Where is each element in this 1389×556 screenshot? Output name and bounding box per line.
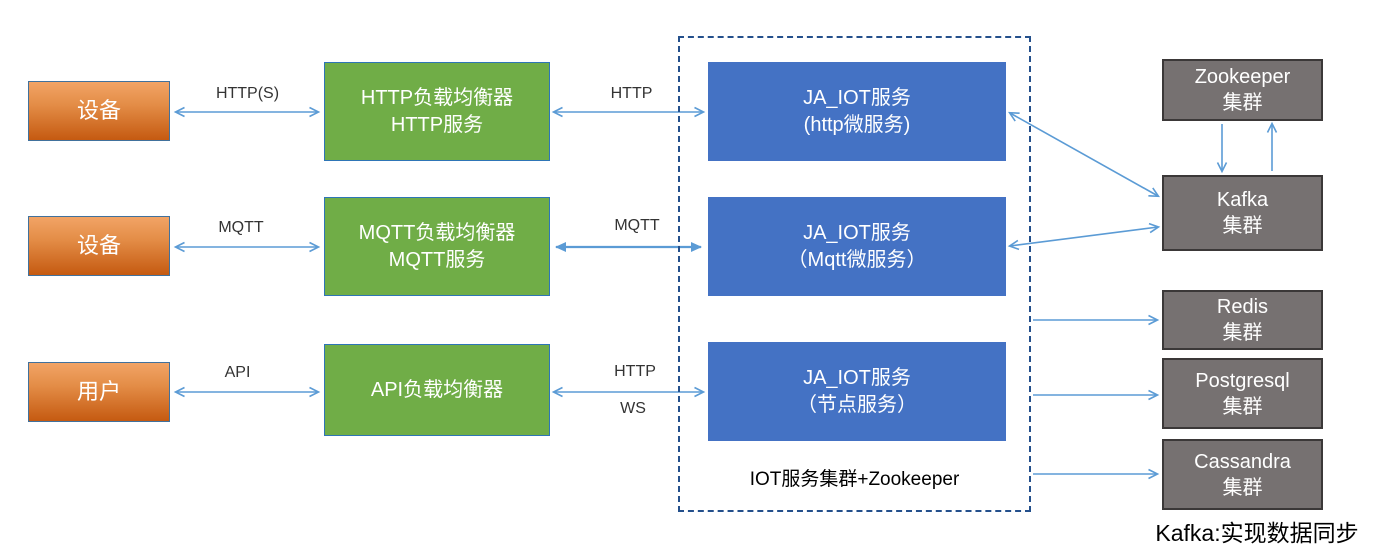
node-redis-cluster-line2: 集群 [1222, 322, 1263, 344]
node-cassandra-cluster-line2: 集群 [1222, 476, 1263, 499]
node-iot-node-service-line1: JA_IOT服务 [803, 366, 911, 389]
arrow-iothttp-kafka [1008, 111, 1160, 198]
node-http-loadbalancer-line2: HTTP服务 [390, 113, 484, 136]
node-iot-node-service[interactable]: JA_IOT服务 （节点服务） [708, 342, 1006, 441]
node-postgresql-cluster-line2: 集群 [1222, 395, 1263, 418]
node-iot-mqtt-service-line1: JA_IOT服务 [803, 221, 911, 244]
node-http-loadbalancer[interactable]: HTTP负载均衡器 HTTP服务 [324, 62, 550, 161]
iot-cluster-container [678, 36, 1031, 512]
node-iot-mqtt-service-line2: （Mqtt微服务） [787, 248, 927, 271]
node-iot-http-service-line2: (http微服务) [803, 113, 911, 136]
node-iot-http-service-line1: JA_IOT服务 [803, 86, 911, 109]
node-device-1[interactable]: 设备 [28, 81, 170, 141]
node-user-label: 用户 [76, 379, 121, 405]
iot-cluster-label: IOT服务集群+Zookeeper [749, 469, 960, 490]
node-iot-http-service[interactable]: JA_IOT服务 (http微服务) [708, 62, 1006, 161]
kafka-sync-footnote: Kafka:实现数据同步 [1155, 520, 1359, 546]
edge-label-https: HTTP(S) [215, 85, 280, 102]
edge-label-mqtt-2: MQTT [614, 217, 660, 234]
node-api-loadbalancer[interactable]: API负载均衡器 [324, 344, 550, 436]
node-zookeeper-cluster-line2: 集群 [1222, 92, 1263, 114]
node-http-loadbalancer-line1: HTTP负载均衡器 [360, 86, 514, 109]
edge-label-api: API [224, 364, 251, 381]
node-device-2-label: 设备 [76, 233, 121, 259]
node-zookeeper-cluster-line1: Zookeeper [1194, 66, 1291, 88]
edge-label-http-1: HTTP [610, 85, 653, 102]
edge-label-mqtt-1: MQTT [218, 219, 264, 236]
edge-label-ws: WS [620, 400, 646, 417]
node-mqtt-loadbalancer-line1: MQTT负载均衡器 [358, 221, 516, 244]
arrow-iotmqtt-kafka [1007, 222, 1161, 251]
node-postgresql-cluster-line1: Postgresql [1195, 369, 1290, 392]
node-kafka-cluster-line2: 集群 [1222, 215, 1263, 237]
node-postgresql-cluster[interactable]: Postgresql 集群 [1162, 358, 1323, 429]
node-user[interactable]: 用户 [28, 362, 170, 422]
node-device-2[interactable]: 设备 [28, 216, 170, 276]
node-kafka-cluster-line1: Kafka [1216, 189, 1269, 211]
node-cassandra-cluster-line1: Cassandra [1194, 450, 1291, 473]
node-redis-cluster[interactable]: Redis 集群 [1162, 290, 1323, 350]
node-cassandra-cluster[interactable]: Cassandra 集群 [1162, 439, 1323, 510]
edge-label-http-2: HTTP [614, 363, 656, 380]
node-mqtt-loadbalancer[interactable]: MQTT负载均衡器 MQTT服务 [324, 197, 550, 296]
node-iot-mqtt-service[interactable]: JA_IOT服务 （Mqtt微服务） [708, 197, 1006, 296]
node-kafka-cluster[interactable]: Kafka 集群 [1162, 175, 1323, 251]
node-mqtt-loadbalancer-line2: MQTT服务 [388, 248, 486, 271]
node-redis-cluster-line1: Redis [1216, 296, 1269, 318]
node-device-1-label: 设备 [76, 98, 121, 124]
node-api-loadbalancer-label: API负载均衡器 [370, 378, 504, 401]
node-iot-node-service-line2: （节点服务） [797, 393, 917, 416]
node-zookeeper-cluster[interactable]: Zookeeper 集群 [1162, 59, 1323, 121]
